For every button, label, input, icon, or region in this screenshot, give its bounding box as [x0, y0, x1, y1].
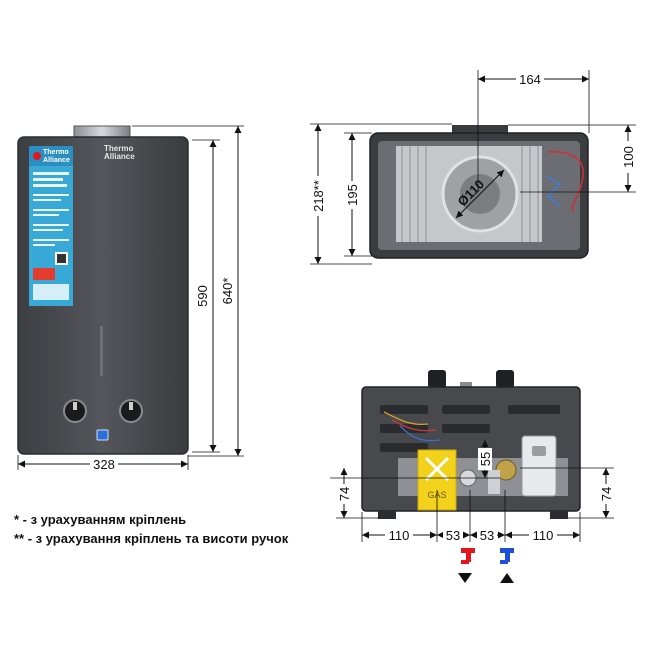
dim-side-height-right-label: 74 — [599, 487, 614, 501]
hot-water-tap-icon — [461, 548, 475, 564]
dim-spacing-label-4: 110 — [533, 528, 554, 543]
display-slot — [100, 326, 103, 376]
dim-top-width-label: 164 — [519, 72, 541, 87]
dim-flue-diameter-line — [455, 169, 505, 219]
phone-badge — [33, 268, 55, 280]
dim-depth-b-label: 195 — [345, 184, 360, 206]
display-indicator — [96, 429, 109, 441]
top-view: 164 100 195 218** Ø110 — [310, 70, 636, 265]
dim-depth-a-label: 100 — [621, 146, 636, 168]
qr-code-inner — [57, 254, 66, 263]
brand-logo: Thermo Alliance Thermo Alliance — [33, 144, 135, 164]
info-panel-footer — [33, 284, 69, 300]
dim-inlet-offset-label: 55 — [478, 452, 493, 466]
right-knob — [119, 399, 143, 423]
brand-body-line1: Thermo — [104, 144, 133, 153]
brand-logo-line1: Thermo — [43, 149, 69, 156]
feet — [378, 511, 568, 519]
brand-logo-line2: Alliance — [43, 157, 70, 164]
wiring — [545, 151, 584, 213]
footnote-2: ** - з урахування кріплень та висоти руч… — [14, 531, 289, 546]
front-view: Thermo Alliance Thermo Alliance 328 590 — [17, 125, 244, 472]
top-connectors — [428, 370, 514, 388]
bottom-wiring — [383, 411, 441, 442]
hot-outlet-arrow-icon — [458, 573, 472, 583]
dim-total-height-label: 640* — [220, 278, 235, 305]
cold-water-tap-icon — [500, 548, 514, 564]
heat-exchanger-fins — [401, 146, 539, 242]
gas-inlet-icon — [424, 456, 450, 482]
info-panel-text-lines — [33, 172, 69, 246]
battery-compartment — [521, 435, 557, 497]
bottom-view: GAS 55 74 74 — [330, 370, 614, 583]
dim-width-label: 328 — [93, 457, 115, 472]
dim-spacing-label-1: 110 — [389, 528, 410, 543]
cold-inlet-arrow-icon — [500, 573, 514, 583]
footnote-1: * - з урахуванням кріплень — [14, 512, 187, 527]
brand-body-line2: Alliance — [104, 152, 135, 161]
dim-spacing-label-2: 53 — [446, 528, 460, 543]
vent-slots — [380, 405, 560, 452]
dim-depth-total-label: 218** — [311, 180, 326, 212]
dim-body-height-label: 590 — [195, 285, 210, 307]
dim-spacing-label-3: 53 — [480, 528, 494, 543]
info-panel-header — [29, 146, 73, 166]
left-knob — [63, 399, 87, 423]
brand-logo-icon — [33, 152, 41, 160]
dim-side-height-left-label: 74 — [337, 487, 352, 501]
